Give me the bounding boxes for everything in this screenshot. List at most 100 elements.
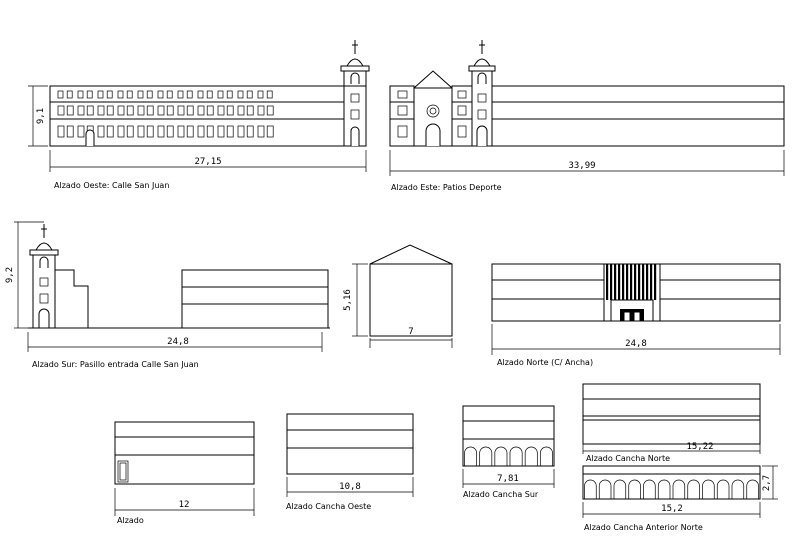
bell-tower	[468, 40, 496, 147]
dimension-label: 33,99	[568, 161, 595, 171]
drawing-caption: Alzado Sur: Pasillo entrada Calle San Ju…	[32, 360, 199, 369]
drawing-alzado-norte: 24,8 Alzado Norte (C/ Ancha)	[491, 263, 781, 367]
window	[257, 125, 265, 138]
window	[177, 125, 185, 138]
window	[206, 90, 213, 99]
window	[106, 105, 114, 116]
window	[186, 90, 193, 99]
height-dimension: 5,16	[343, 263, 368, 337]
portal-stripe	[646, 264, 649, 300]
dimension-label: 9,2	[5, 267, 15, 283]
drawing-alzado-sur: 24,8 9,2 Alzado Sur: Pasillo entrada Cal…	[5, 221, 330, 369]
window	[106, 90, 113, 99]
width-dimension: 15,22	[582, 442, 761, 454]
window	[226, 90, 233, 99]
arch	[479, 446, 493, 466]
window	[257, 90, 264, 99]
entrance-door	[85, 129, 95, 146]
drawing-caption: Alzado Este: Patios Deporte	[391, 183, 502, 192]
window	[197, 105, 205, 116]
dimension-label: 7,81	[497, 474, 519, 484]
width-dimension: 15,2	[582, 502, 761, 518]
portal-stripe	[610, 264, 613, 300]
portal-stripe	[626, 264, 629, 300]
side-wall	[55, 269, 89, 328]
window	[266, 105, 274, 116]
arch	[672, 479, 686, 499]
dimension-label: 15,22	[686, 442, 713, 452]
drawing-caption: Alzado Cancha Sur	[463, 490, 539, 499]
drawing-caption: Alzado Cancha Anterior Norte	[584, 523, 703, 532]
opening-frame	[119, 462, 127, 481]
window	[86, 90, 93, 99]
width-dimension: 12	[114, 488, 255, 516]
dimension-label: 2,7	[762, 475, 772, 491]
window	[117, 90, 124, 99]
arch	[702, 479, 715, 499]
height-dimension: 9,1	[28, 85, 48, 147]
width-dimension: 7	[369, 327, 453, 348]
arch	[716, 479, 730, 499]
window	[77, 105, 85, 116]
window	[117, 105, 125, 116]
window	[86, 105, 94, 116]
window	[146, 90, 153, 99]
window	[217, 105, 225, 116]
window	[206, 105, 214, 116]
dimension-label: 15,2	[661, 504, 683, 514]
drawing-caption: Alzado Norte (C/ Ancha)	[497, 358, 593, 367]
arch	[464, 446, 478, 466]
window	[126, 90, 133, 99]
arch	[509, 446, 523, 466]
window	[66, 105, 74, 116]
window	[217, 90, 224, 99]
window	[57, 90, 64, 99]
window	[97, 125, 105, 138]
window	[57, 125, 65, 138]
arch	[628, 479, 641, 499]
portal-stripe	[618, 264, 621, 300]
width-dimension: 24,8	[27, 332, 323, 352]
window	[66, 125, 74, 138]
window	[186, 105, 194, 116]
width-dimension: 33,99	[389, 150, 785, 176]
window	[237, 105, 245, 116]
window	[246, 105, 254, 116]
arch	[598, 479, 612, 499]
window	[146, 125, 154, 138]
portal-stripe	[630, 264, 633, 300]
arch	[746, 479, 759, 499]
window	[97, 105, 105, 116]
arch	[539, 446, 553, 466]
window	[166, 125, 174, 138]
window	[237, 90, 244, 99]
central-portal	[603, 263, 661, 322]
width-dimension: 27,15	[49, 150, 367, 172]
window	[266, 125, 274, 138]
drawing-caption: Alzado Oeste: Calle San Juan	[54, 181, 169, 190]
window	[197, 125, 205, 138]
window	[137, 125, 145, 138]
drawing-caption: Alzado	[117, 516, 144, 525]
bell-tower	[340, 40, 370, 147]
width-dimension: 24,8	[491, 324, 781, 355]
dimension-label: 5,16	[343, 289, 353, 311]
window	[246, 125, 254, 138]
window	[226, 105, 234, 116]
arch	[524, 446, 538, 466]
drawing-caption: Alzado Cancha Norte	[586, 454, 670, 463]
dimension-label: 12	[179, 500, 190, 510]
dimension-label: 9,1	[36, 108, 46, 124]
portal-stripes	[606, 264, 657, 300]
window	[206, 125, 214, 138]
drawing-alzado-cancha-sur: 7,81 Alzado Cancha Sur	[462, 405, 555, 499]
height-dimension: 2,7	[762, 465, 778, 500]
window	[126, 105, 134, 116]
window	[157, 90, 164, 99]
drawing-alzado-cancha-anterior-norte: 15,2 2,7 Alzado Cancha Anterior Norte	[582, 465, 778, 532]
gable-wall	[369, 244, 453, 337]
window	[197, 90, 204, 99]
dimension-label: 24,8	[625, 339, 647, 349]
portal-stripe	[634, 264, 637, 300]
